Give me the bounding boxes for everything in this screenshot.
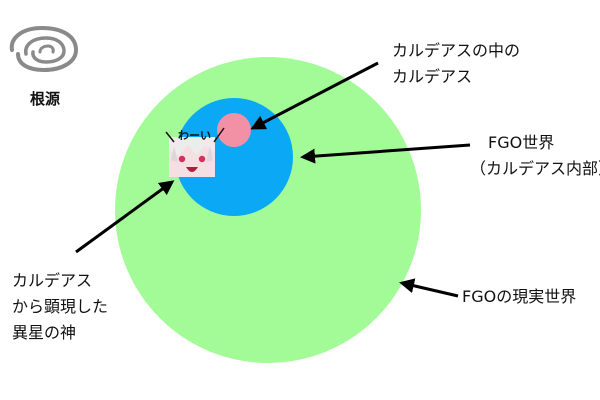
- inner-caption: わーい: [178, 129, 211, 142]
- logo-label: 根源: [30, 90, 61, 108]
- character-face-image: わーい: [165, 127, 225, 177]
- arrow-to-inner-chaldeas: [250, 61, 379, 130]
- fgo-real-world-circle: [115, 57, 421, 363]
- label-inner-chaldeas: カルデアスの中の カルデアス: [392, 41, 521, 86]
- label-fgo-real-world: FGOの現実世界: [462, 287, 577, 306]
- swirl-icon: [9, 25, 79, 73]
- inner-chaldeas-circle: [217, 113, 251, 147]
- label-god: カルデアス から顕現した 異星の神: [12, 271, 109, 342]
- arrow-to-character: [75, 180, 175, 254]
- arrow-to-fgo-real-world: [399, 278, 459, 298]
- arrow-to-fgo-world: [300, 143, 471, 164]
- label-fgo-world: FGO世界 （カルデアス内部）: [470, 133, 600, 178]
